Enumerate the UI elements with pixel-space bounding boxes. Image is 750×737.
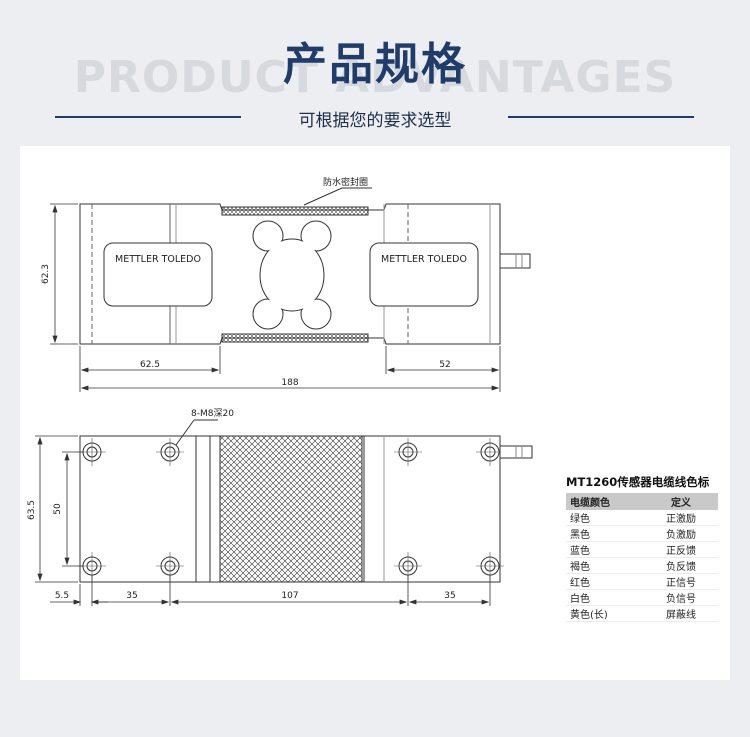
legend-header-color: 电缆颜色 xyxy=(566,493,644,510)
dim-total-length: 188 xyxy=(281,378,298,388)
legend-table: 电缆颜色 定义 绿色正激励 黑色负激励 蓝色正反馈 褐色负反馈 红色正信号 白色… xyxy=(566,493,718,622)
wire-color: 黄色(长) xyxy=(566,605,644,622)
top-view-dimensions xyxy=(35,435,491,606)
cable-stub-side xyxy=(499,253,531,269)
wire-color: 白色 xyxy=(566,589,644,606)
dim-edge: 5.5 xyxy=(55,591,69,601)
table-row: 黄色(长)屏蔽线 xyxy=(566,605,718,622)
dim-center-span: 107 xyxy=(281,591,298,601)
seal-top xyxy=(221,206,369,216)
seal-label: 防水密封圈 xyxy=(323,176,368,188)
side-view xyxy=(79,187,531,345)
table-row: 红色正信号 xyxy=(566,573,718,590)
wire-color: 红色 xyxy=(566,573,644,590)
dim-left-span: 35 xyxy=(126,591,137,601)
wire-color: 蓝色 xyxy=(566,541,644,558)
table-row: 白色负信号 xyxy=(566,589,718,606)
table-row: 绿色正激励 xyxy=(566,510,718,526)
wire-definition: 负激励 xyxy=(644,525,718,542)
dim-left-offset: 62.5 xyxy=(140,360,160,370)
table-row: 黑色负激励 xyxy=(566,525,718,542)
wire-definition: 正反馈 xyxy=(644,541,718,558)
page-title: 产品规格 xyxy=(283,39,467,90)
background-watermark-text: PRODUCT ADVANTAGES xyxy=(73,52,677,103)
dim-right-span: 35 xyxy=(444,591,455,601)
dim-width-top: 63.5 xyxy=(27,500,37,520)
legend-header-definition: 定义 xyxy=(644,493,718,510)
legend-title: MT1260传感器电缆线色标 xyxy=(566,475,710,489)
thread-label: 8-M8深20 xyxy=(191,408,234,419)
table-row: 褐色负反馈 xyxy=(566,557,718,574)
dim-right-offset: 52 xyxy=(439,360,450,370)
title-rule-right xyxy=(508,116,694,118)
page-subtitle: 可根据您的要求选型 xyxy=(298,111,452,131)
seal-bottom xyxy=(221,333,369,343)
dim-height-side: 62.3 xyxy=(41,264,51,284)
wire-definition: 负反馈 xyxy=(644,557,718,574)
wire-color: 绿色 xyxy=(566,510,644,526)
brand-label-right: METTLER TOLEDO xyxy=(381,254,467,265)
title-rule-left xyxy=(55,116,241,118)
side-view-dimensions xyxy=(50,203,501,392)
wire-definition: 正信号 xyxy=(644,573,718,590)
cable-color-legend: MT1260传感器电缆线色标 电缆颜色 定义 绿色正激励 黑色负激励 蓝色正反馈… xyxy=(566,474,718,622)
brand-plate-right xyxy=(369,242,479,307)
brand-label-left: METTLER TOLEDO xyxy=(115,254,201,265)
wire-definition: 负信号 xyxy=(644,589,718,606)
mesh-area xyxy=(219,435,363,583)
wire-color: 黑色 xyxy=(566,525,644,542)
brand-plate-left xyxy=(103,242,213,307)
top-view xyxy=(78,419,533,583)
table-row: 蓝色正反馈 xyxy=(566,541,718,558)
wire-definition: 正激励 xyxy=(644,510,718,526)
wire-color: 褐色 xyxy=(566,557,644,574)
wire-definition: 屏蔽线 xyxy=(644,605,718,622)
dim-hole-spacing: 50 xyxy=(53,503,63,515)
